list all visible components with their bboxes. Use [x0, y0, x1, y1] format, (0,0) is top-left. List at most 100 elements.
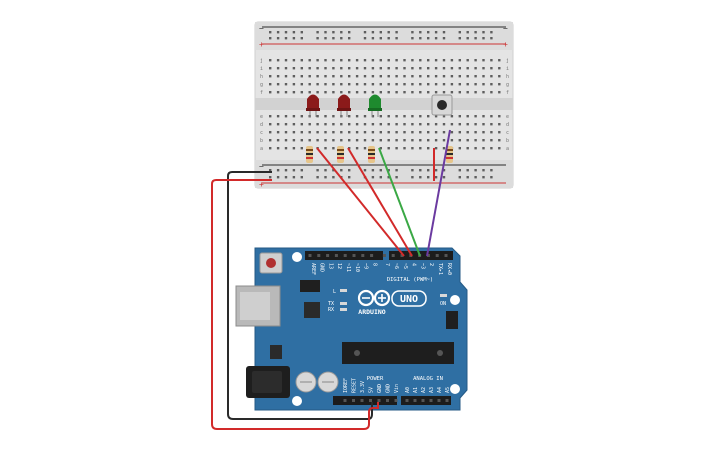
- digital-pin-7[interactable]: [382, 254, 386, 257]
- arduino-logo-icon: [357, 289, 391, 307]
- digital-pin-5[interactable]: [400, 254, 404, 257]
- analog-pin-A5[interactable]: [445, 399, 449, 402]
- terminal-hole: [490, 59, 493, 62]
- power-jack[interactable]: [246, 366, 290, 398]
- terminal-hole: [355, 147, 359, 150]
- analog-pin-A0[interactable]: [405, 399, 409, 402]
- terminal-hole: [434, 91, 438, 94]
- rail-plus-label-bottom: +: [259, 180, 264, 189]
- power-pin-33V[interactable]: [360, 399, 364, 402]
- digital-pin-9[interactable]: [361, 254, 365, 257]
- power-pin-IOREF[interactable]: [343, 399, 347, 402]
- terminal-hole: [348, 115, 351, 118]
- power-pin-5V[interactable]: [369, 399, 372, 402]
- terminal-hole: [300, 123, 303, 126]
- terminal-hole: [284, 75, 288, 78]
- led-red-1[interactable]: [306, 94, 320, 118]
- terminal-hole: [498, 83, 501, 86]
- power-pin-Vin[interactable]: [394, 399, 398, 402]
- terminal-hole: [324, 83, 327, 86]
- terminal-hole: [300, 67, 303, 70]
- terminal-hole: [482, 91, 485, 94]
- terminal-hole: [387, 147, 390, 150]
- rail-hole: [340, 169, 343, 172]
- terminal-hole: [427, 91, 430, 94]
- digital-pin-13[interactable]: [326, 254, 330, 257]
- push-button[interactable]: [431, 94, 453, 116]
- rail-hole: [292, 37, 296, 40]
- led-green[interactable]: [368, 94, 382, 118]
- digital-pin-TX1[interactable]: [435, 254, 439, 257]
- terminal-hole: [308, 123, 311, 126]
- analog-pin-A1[interactable]: [413, 399, 417, 402]
- led-red-2[interactable]: [337, 94, 351, 118]
- power-pin-RESET[interactable]: [352, 399, 355, 402]
- analog-pin-label: A1: [413, 387, 419, 393]
- terminal-hole: [490, 115, 493, 118]
- terminal-hole: [395, 67, 398, 70]
- usb-port[interactable]: [235, 285, 281, 327]
- row-letter: h: [260, 74, 263, 80]
- rail-hole: [269, 176, 272, 179]
- terminal-hole: [276, 83, 280, 86]
- rail-plus-label: +: [259, 40, 264, 49]
- terminal-hole: [427, 123, 430, 126]
- terminal-hole: [276, 67, 280, 70]
- digital-pin-10[interactable]: [352, 254, 356, 257]
- mounting-hole: [450, 384, 460, 394]
- icsp-header: [446, 311, 458, 329]
- power-header[interactable]: [333, 396, 451, 405]
- digital-pin-label: RX◂0: [446, 263, 452, 275]
- terminal-hole: [363, 131, 367, 134]
- terminal-hole: [276, 147, 280, 150]
- analog-pin-A2[interactable]: [421, 399, 425, 402]
- digital-pin-2[interactable]: [426, 254, 430, 257]
- power-pin-GND[interactable]: [377, 399, 381, 402]
- terminal-hole: [474, 75, 477, 78]
- terminal-hole: [466, 91, 469, 94]
- analog-pin-A4[interactable]: [437, 399, 441, 402]
- terminal-hole: [292, 123, 296, 126]
- terminal-hole: [379, 115, 382, 118]
- digital-header[interactable]: [305, 251, 453, 260]
- digital-pin-RX0[interactable]: [444, 254, 448, 257]
- rail-hole: [332, 31, 335, 34]
- terminal-hole: [411, 75, 414, 78]
- analog-pin-label: A4: [437, 387, 443, 393]
- terminal-hole: [411, 139, 414, 142]
- rail-hole: [466, 31, 469, 34]
- terminal-hole: [371, 139, 375, 142]
- reset-button[interactable]: [259, 252, 283, 274]
- terminal-hole: [482, 139, 485, 142]
- rail-hole: [387, 176, 390, 179]
- digital-pin-6[interactable]: [391, 254, 395, 257]
- rail-hole: [427, 31, 430, 34]
- digital-pin-label: 4: [411, 263, 417, 266]
- terminal-hole: [332, 91, 335, 94]
- digital-pin-11[interactable]: [343, 254, 347, 257]
- terminal-hole: [490, 147, 493, 150]
- terminal-hole: [269, 123, 272, 126]
- rail-hole: [324, 169, 327, 172]
- terminal-hole: [434, 59, 438, 62]
- terminal-hole: [490, 83, 493, 86]
- rail-hole: [442, 176, 446, 179]
- digital-pin-12[interactable]: [334, 254, 338, 257]
- analog-pin-A3[interactable]: [429, 399, 433, 402]
- terminal-hole: [316, 123, 319, 126]
- rail-hole: [419, 169, 422, 172]
- digital-pin-8[interactable]: [370, 254, 374, 257]
- terminal-hole: [411, 123, 414, 126]
- digital-pin-AREF[interactable]: [308, 254, 312, 257]
- power-pin-GND[interactable]: [386, 399, 389, 402]
- terminal-hole: [403, 131, 406, 134]
- terminal-hole: [458, 139, 461, 142]
- rail-hole: [324, 31, 327, 34]
- digital-pin-GND[interactable]: [317, 254, 321, 257]
- header-block: [401, 396, 451, 405]
- model-label: UNO: [400, 294, 418, 305]
- row-letter: f: [260, 90, 263, 96]
- rail-hole: [300, 176, 303, 179]
- terminal-hole: [363, 67, 367, 70]
